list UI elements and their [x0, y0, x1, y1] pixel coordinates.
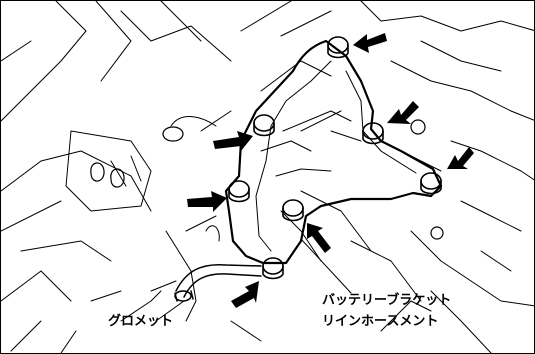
bracket-label-line2: リインホースメント — [322, 314, 439, 329]
bracket-reinforcement-outline — [224, 39, 443, 265]
arrows — [187, 33, 474, 308]
bolt-4 — [420, 172, 442, 195]
arrow-5 — [187, 191, 227, 212]
bolt-7 — [262, 257, 284, 280]
grommet-leader — [155, 300, 185, 322]
arrow-2 — [387, 101, 419, 124]
bolt-5 — [228, 180, 250, 203]
bracket-rib — [275, 110, 352, 177]
grommet-label: グロメット — [108, 314, 174, 329]
arrow-1 — [353, 33, 387, 53]
bracket-label-line1: バッテリーブラケット — [322, 293, 452, 308]
bracket-inner-line — [255, 60, 417, 252]
hole-part — [430, 226, 444, 240]
arrow-4 — [447, 147, 474, 169]
panel-hole-1 — [90, 162, 105, 182]
grommet-hole — [162, 126, 184, 142]
grommet-cable — [174, 263, 262, 302]
bolt-3 — [253, 114, 275, 137]
arrow-7 — [231, 281, 259, 308]
arrow-6 — [307, 223, 331, 253]
bolt-2 — [362, 122, 384, 145]
panel-hole-2 — [110, 168, 125, 188]
clip-part — [410, 119, 426, 135]
arrow-3 — [213, 131, 253, 151]
bolts — [228, 36, 442, 280]
bolt-6 — [282, 199, 304, 222]
leader-lines — [155, 238, 352, 322]
bolt-1 — [327, 36, 349, 59]
bracket-leader — [300, 238, 352, 294]
